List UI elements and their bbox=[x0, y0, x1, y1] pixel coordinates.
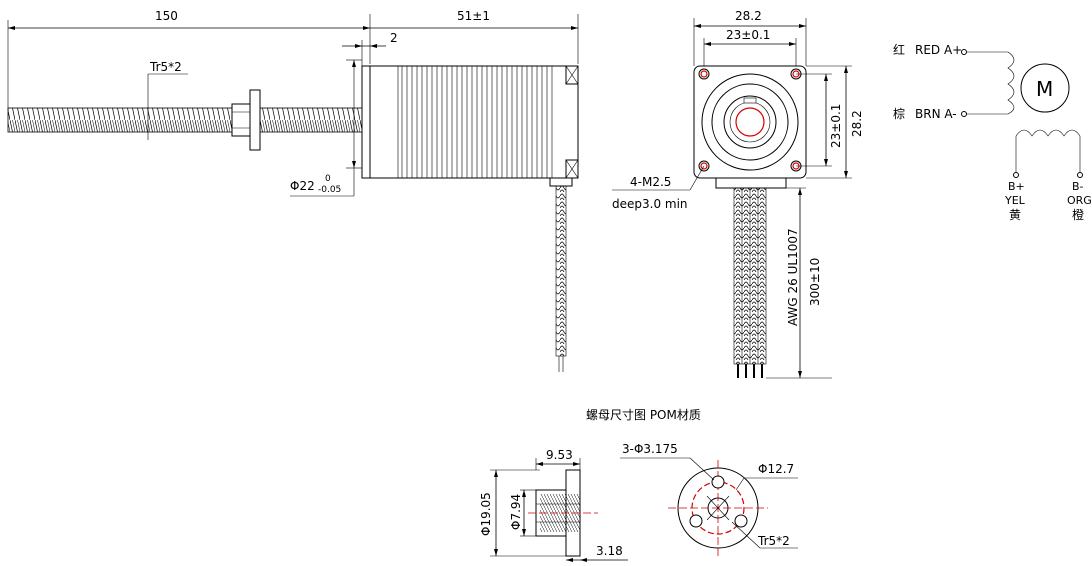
nut-outer-dia: Φ19.05 bbox=[479, 492, 493, 536]
b-plus-color: YEL bbox=[1004, 194, 1026, 207]
a-minus-cn: 棕 bbox=[893, 106, 905, 121]
side-cable bbox=[555, 185, 567, 357]
hole-depth: deep3.0 min bbox=[612, 197, 688, 211]
a-plus-label: RED A+ bbox=[915, 43, 962, 57]
dim-flange: 2 bbox=[390, 31, 398, 45]
motor-symbol bbox=[1020, 63, 1070, 113]
motor-letter: M bbox=[1036, 77, 1053, 101]
lead-screw-right bbox=[259, 107, 363, 133]
dim-hole-spacing-v: 23±0.1 bbox=[829, 104, 843, 148]
nut-inner-dia: Φ7.94 bbox=[509, 494, 523, 530]
a-plus-cn: 红 bbox=[893, 42, 905, 57]
nut-title: 螺母尺寸图 POM材质 bbox=[586, 408, 701, 422]
b-plus: B+ bbox=[1008, 180, 1025, 193]
b-minus-color: ORG bbox=[1067, 194, 1092, 207]
cable-length: 300±10 bbox=[808, 258, 822, 306]
nut-length: 9.53 bbox=[546, 448, 573, 462]
a-minus-label: BRN A- bbox=[915, 107, 957, 121]
dim-hole-spacing-h: 23±0.1 bbox=[726, 28, 770, 42]
nut-pcd: Φ12.7 bbox=[758, 462, 794, 476]
b-minus: B- bbox=[1072, 180, 1084, 193]
b-minus-cn: 橙 bbox=[1072, 207, 1084, 222]
lead-screw bbox=[7, 107, 233, 133]
tol-lower: -0.05 bbox=[318, 185, 341, 195]
wiring-diagram: 红 RED A+ 棕 BRN A- M B+ YEL 黄 B- ORG 橙 bbox=[893, 42, 1092, 222]
dia-label: Φ22 bbox=[290, 179, 315, 193]
coil-a bbox=[1007, 51, 1015, 115]
dim-body-length: 51±1 bbox=[457, 9, 490, 23]
nut-detail: 螺母尺寸图 POM材质 Φ19.05 Φ7.94 9.53 3.18 bbox=[479, 408, 798, 562]
screw-nut-flange bbox=[249, 89, 261, 151]
nut-flange: 3.18 bbox=[596, 544, 623, 558]
side-view: 150 51±1 2 Tr5*2 bbox=[7, 9, 579, 372]
cable-label: AWG 26 UL1007 bbox=[786, 228, 800, 326]
b-plus-cn: 黄 bbox=[1009, 208, 1021, 222]
coil-b bbox=[1015, 129, 1081, 137]
nut-thread: Tr5*2 bbox=[757, 534, 790, 548]
hole-label: 4-M2.5 bbox=[630, 175, 671, 189]
nut-holes: 3-Φ3.175 bbox=[622, 442, 678, 456]
motor-flange bbox=[361, 65, 371, 179]
dim-height: 28.2 bbox=[850, 110, 864, 137]
screw-nut bbox=[231, 103, 251, 137]
dim-total-length: 150 bbox=[155, 9, 178, 23]
front-view: 28.2 23±0.1 23±0.1 bbox=[612, 9, 864, 379]
shaft-center bbox=[735, 107, 765, 137]
tol-upper: 0 bbox=[325, 174, 331, 184]
dim-width: 28.2 bbox=[735, 9, 762, 23]
thread-label: Tr5*2 bbox=[149, 60, 182, 74]
